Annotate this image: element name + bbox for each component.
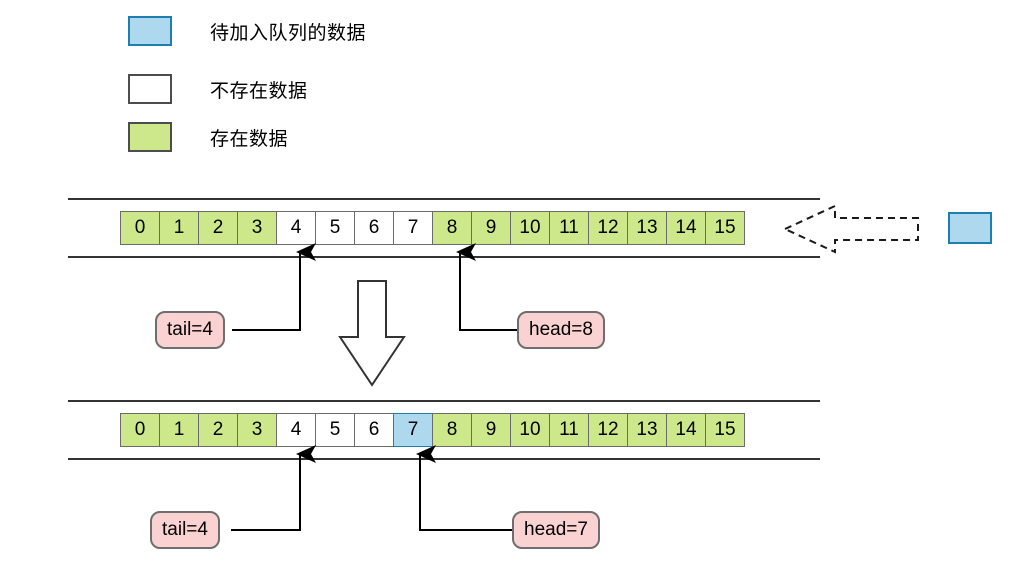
array-cell-after-6: 6 (354, 413, 394, 447)
pointer-tail-after: tail=4 (150, 511, 220, 549)
array-cell-before-7: 7 (393, 211, 433, 245)
array-cell-before-0: 0 (120, 211, 160, 245)
connector-head-before (456, 243, 517, 331)
legend-swatch-present (128, 122, 172, 152)
incoming-dashed-arrow-left-icon (782, 204, 919, 254)
connector-tail-after (231, 445, 316, 531)
array-cell-after-14: 14 (666, 413, 706, 447)
array-cell-before-11: 11 (549, 211, 589, 245)
legend-item-present: 存在数据 (128, 122, 288, 152)
array-cell-before-13: 13 (627, 211, 667, 245)
array-cell-after-13: 13 (627, 413, 667, 447)
array-cell-after-11: 11 (549, 413, 589, 447)
transition-arrow-down-icon (338, 280, 406, 387)
connector-tail-before (232, 243, 316, 331)
pointer-tail-before: tail=4 (155, 311, 225, 349)
legend-item-pending: 待加入队列的数据 (128, 16, 366, 46)
array-cell-before-3: 3 (237, 211, 277, 245)
array-cell-before-4: 4 (276, 211, 316, 245)
array-cell-after-12: 12 (588, 413, 628, 447)
array-cell-after-3: 3 (237, 413, 277, 447)
array-cell-after-2: 2 (198, 413, 238, 447)
legend-swatch-pending (128, 16, 172, 46)
row-after-rail-bottom (68, 458, 820, 460)
array-cell-before-8: 8 (432, 211, 472, 245)
legend-label-absent: 不存在数据 (210, 80, 308, 102)
array-cell-after-5: 5 (315, 413, 355, 447)
array-cell-after-4: 4 (276, 413, 316, 447)
row-after-rail-top (68, 400, 820, 402)
array-cell-before-1: 1 (159, 211, 199, 245)
array-cell-before-6: 6 (354, 211, 394, 245)
array-cell-before-14: 14 (666, 211, 706, 245)
array-cell-after-8: 8 (432, 413, 472, 447)
array-cell-after-7: 7 (393, 413, 433, 447)
pointer-head-before: head=8 (517, 311, 605, 349)
legend-item-absent: 不存在数据 (128, 74, 308, 104)
array-cell-after-0: 0 (120, 413, 160, 447)
array-cell-before-5: 5 (315, 211, 355, 245)
array-cell-before-12: 12 (588, 211, 628, 245)
legend-label-pending: 待加入队列的数据 (210, 22, 367, 44)
row-before-rail-top (68, 198, 820, 200)
legend-swatch-absent (128, 74, 172, 104)
connector-head-after (416, 445, 512, 531)
array-cell-before-2: 2 (198, 211, 238, 245)
array-cell-after-15: 15 (705, 413, 745, 447)
array-cell-after-9: 9 (471, 413, 511, 447)
array-cell-after-1: 1 (159, 413, 199, 447)
array-cell-after-10: 10 (510, 413, 550, 447)
row-before-rail-bottom (68, 256, 820, 258)
array-cell-before-9: 9 (471, 211, 511, 245)
incoming-data-chip (948, 212, 992, 244)
array-cell-before-10: 10 (510, 211, 550, 245)
legend-label-present: 存在数据 (210, 128, 289, 150)
pointer-head-after: head=7 (512, 511, 600, 549)
array-cell-before-15: 15 (705, 211, 745, 245)
